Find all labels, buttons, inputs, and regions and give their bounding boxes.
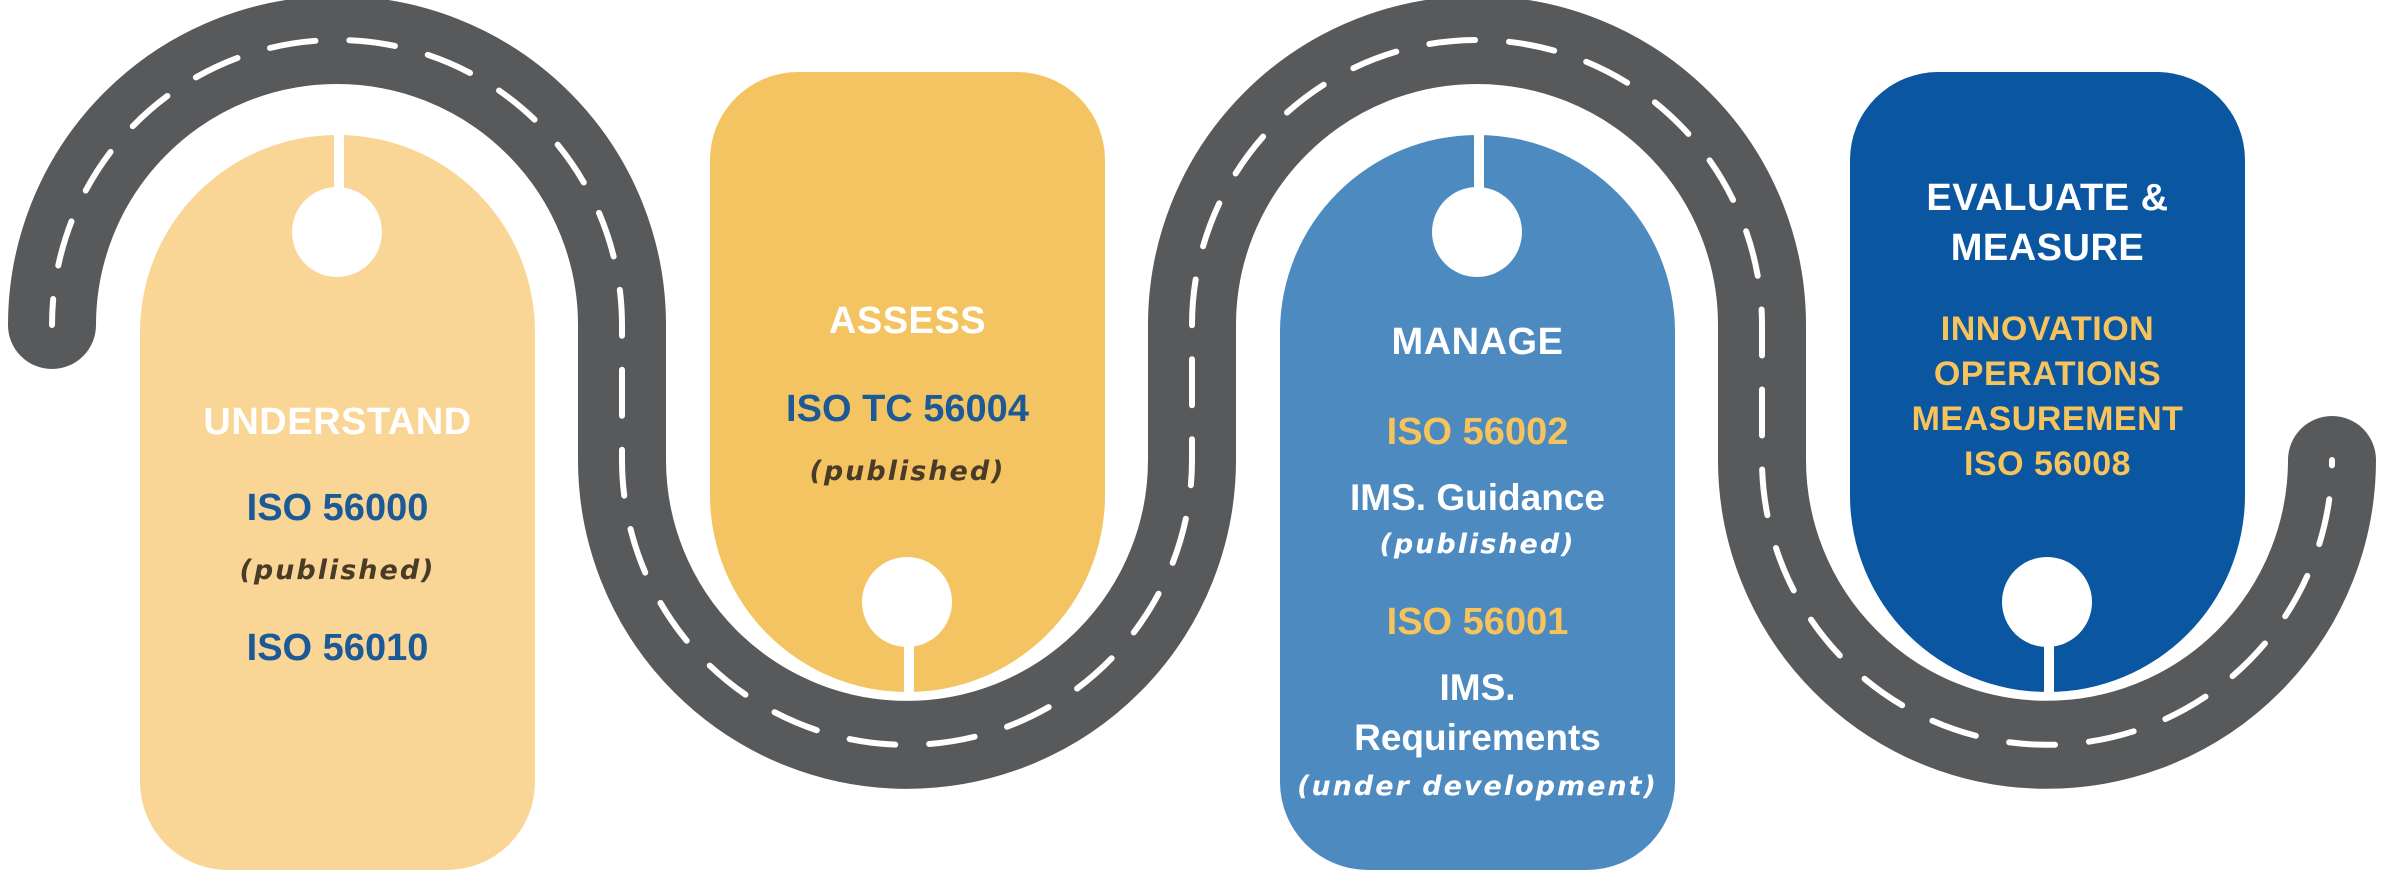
manage-status-2: (under development) (1297, 771, 1658, 802)
manage-name-2-line-2: Requirements (1354, 717, 1601, 758)
evaluate-detail-line-2: OPERATIONS (1933, 355, 2162, 393)
understand-tag: UNDERSTAND ISO 56000 (published) ISO 560… (140, 133, 535, 870)
manage-title: MANAGE (1391, 321, 1564, 363)
understand-title: UNDERSTAND (203, 401, 472, 443)
evaluate-detail-line-4: ISO 56008 (1963, 445, 2132, 483)
understand-standard-2: ISO 56010 (246, 627, 429, 669)
road-lane-markings (49, 37, 2335, 748)
understand-standard-1: ISO 56000 (246, 487, 429, 529)
evaluate-detail-line-1: INNOVATION (1940, 310, 2155, 348)
evaluate-title-line-2: MEASURE (1950, 227, 2145, 269)
manage-name-1: IMS. Guidance (1350, 477, 1605, 518)
manage-status-1: (published) (1379, 529, 1576, 560)
assess-tag-hole (862, 557, 952, 647)
understand-tag-string (334, 133, 344, 193)
manage-tag-string (1474, 133, 1484, 193)
evaluate-tag: EVALUATE & MEASURE INNOVATION OPERATIONS… (1850, 72, 2245, 694)
understand-tag-hole (292, 187, 382, 277)
manage-tag-hole (1432, 187, 1522, 277)
manage-name-2-line-1: IMS. (1439, 667, 1516, 708)
evaluate-detail-line-3: MEASUREMENT (1911, 400, 2184, 438)
assess-tag-string (904, 642, 914, 694)
assess-standard: ISO TC 56004 (786, 388, 1029, 430)
evaluate-title-line-1: EVALUATE & (1926, 177, 2169, 219)
manage-standard-2: ISO 56001 (1386, 601, 1569, 643)
manage-tag: MANAGE ISO 56002 IMS. Guidance (publishe… (1280, 133, 1675, 870)
understand-status-1: (published) (239, 555, 436, 586)
assess-status: (published) (809, 456, 1006, 487)
evaluate-tag-hole (2002, 557, 2092, 647)
evaluate-tag-string (2044, 642, 2054, 694)
assess-tag: ASSESS ISO TC 56004 (published) (710, 72, 1105, 694)
assess-title: ASSESS (828, 300, 987, 342)
manage-standard-1: ISO 56002 (1386, 411, 1569, 453)
